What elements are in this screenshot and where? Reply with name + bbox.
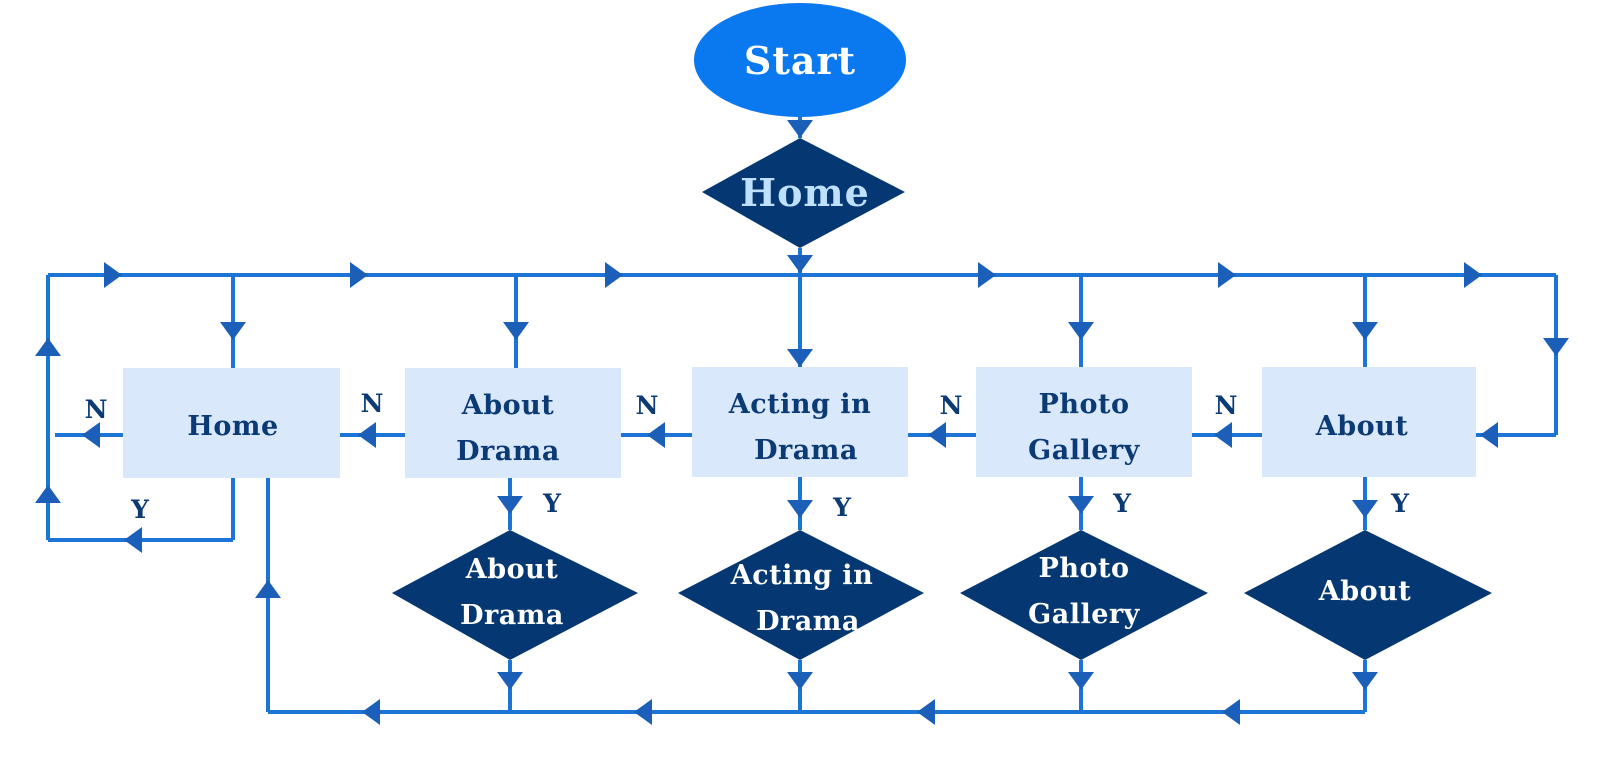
page-box-home: Home	[123, 368, 340, 478]
branch-labels: N N N N N Y Y Y Y Y	[85, 389, 1411, 524]
arrow-left-bottom-4	[1222, 699, 1240, 725]
decision-acting-line2: Drama	[756, 606, 860, 637]
arrow-down-y-acting	[787, 500, 813, 518]
arrow-down-dec-photo	[1068, 672, 1094, 690]
arrow-left-n-home	[82, 422, 100, 448]
decision-about-drama: About Drama	[392, 530, 638, 660]
arrow-up-bottom-return	[255, 580, 281, 598]
page-box-photo-line2: Gallery	[1028, 435, 1140, 466]
arrow-left-bottom-1	[362, 699, 380, 725]
decision-about-drama-line1: About	[465, 554, 558, 585]
arrow-right-bus-3	[605, 262, 623, 288]
arrow-down-right-loop	[1543, 338, 1569, 356]
page-box-home-label: Home	[187, 411, 278, 442]
home-decision-label: Home	[740, 170, 870, 215]
arrow-left-home-y	[124, 527, 142, 553]
page-box-photo-line1: Photo	[1039, 389, 1130, 420]
arrow-up-left-loop-2	[35, 485, 61, 503]
branch-n-about: N	[1215, 391, 1238, 420]
arrow-down-dec-acting	[787, 672, 813, 690]
arrow-down-dec-about	[1352, 672, 1378, 690]
arrow-left-bottom-2	[634, 699, 652, 725]
page-box-about-drama: About Drama	[405, 368, 621, 478]
branch-y-about-drama: Y	[542, 489, 562, 518]
arrow-up-left-loop-1	[35, 338, 61, 356]
arrow-down-drop-about-drama	[503, 322, 529, 340]
branch-y-acting: Y	[832, 493, 852, 522]
branch-n-home: N	[85, 395, 108, 424]
decision-photo-gallery: Photo Gallery	[960, 530, 1208, 660]
branch-y-about: Y	[1390, 489, 1410, 518]
arrow-down-y-about-drama	[497, 496, 523, 514]
branch-n-photo: N	[940, 391, 963, 420]
page-box-acting-line1: Acting in	[728, 389, 871, 420]
start-label: Start	[744, 38, 856, 83]
decision-photo-line2: Gallery	[1028, 599, 1140, 630]
arrow-left-n-about-drama	[358, 422, 376, 448]
arrowheads	[35, 120, 1569, 725]
page-box-photo-gallery: Photo Gallery	[976, 367, 1192, 477]
branch-y-photo: Y	[1112, 489, 1132, 518]
page-box-about-drama-line1: About	[461, 390, 554, 421]
home-decision: Home	[702, 138, 905, 248]
page-box-about: About	[1262, 367, 1476, 477]
branch-n-about-drama: N	[361, 389, 384, 418]
arrow-down-home	[787, 255, 813, 273]
branch-y-home: Y	[130, 495, 150, 524]
arrow-left-bottom-3	[917, 699, 935, 725]
arrow-left-n-acting	[647, 422, 665, 448]
page-box-about-label: About	[1315, 411, 1408, 442]
decision-about: About	[1244, 530, 1492, 660]
arrow-left-right-loop	[1480, 422, 1498, 448]
arrow-left-n-photo	[928, 422, 946, 448]
start-node: Start	[694, 3, 906, 117]
arrow-right-bus-1	[104, 262, 122, 288]
page-box-about-drama-line2: Drama	[456, 436, 560, 467]
arrow-down-dec-about-drama	[497, 672, 523, 690]
decision-about-drama-line2: Drama	[460, 600, 564, 631]
branch-n-acting: N	[636, 391, 659, 420]
decision-about-label: About	[1318, 576, 1411, 607]
arrow-left-n-about	[1214, 422, 1232, 448]
arrow-right-bus-4	[978, 262, 996, 288]
arrow-down-drop-about	[1352, 322, 1378, 340]
arrow-down-drop-home	[220, 322, 246, 340]
decision-acting-in-drama: Acting in Drama	[678, 530, 924, 660]
arrow-down-y-photo	[1068, 496, 1094, 514]
page-box-acting-in-drama: Acting in Drama	[692, 367, 908, 477]
arrow-down-start	[787, 120, 813, 138]
decision-photo-line1: Photo	[1039, 553, 1130, 584]
page-box-acting-line2: Drama	[754, 435, 858, 466]
arrow-right-bus-2	[350, 262, 368, 288]
arrow-down-drop-photo	[1068, 322, 1094, 340]
arrow-down-y-about	[1352, 500, 1378, 518]
arrow-right-bus-5	[1218, 262, 1236, 288]
decision-acting-line1: Acting in	[730, 560, 873, 591]
arrow-right-bus-6	[1464, 262, 1482, 288]
arrow-down-drop-acting	[787, 349, 813, 367]
